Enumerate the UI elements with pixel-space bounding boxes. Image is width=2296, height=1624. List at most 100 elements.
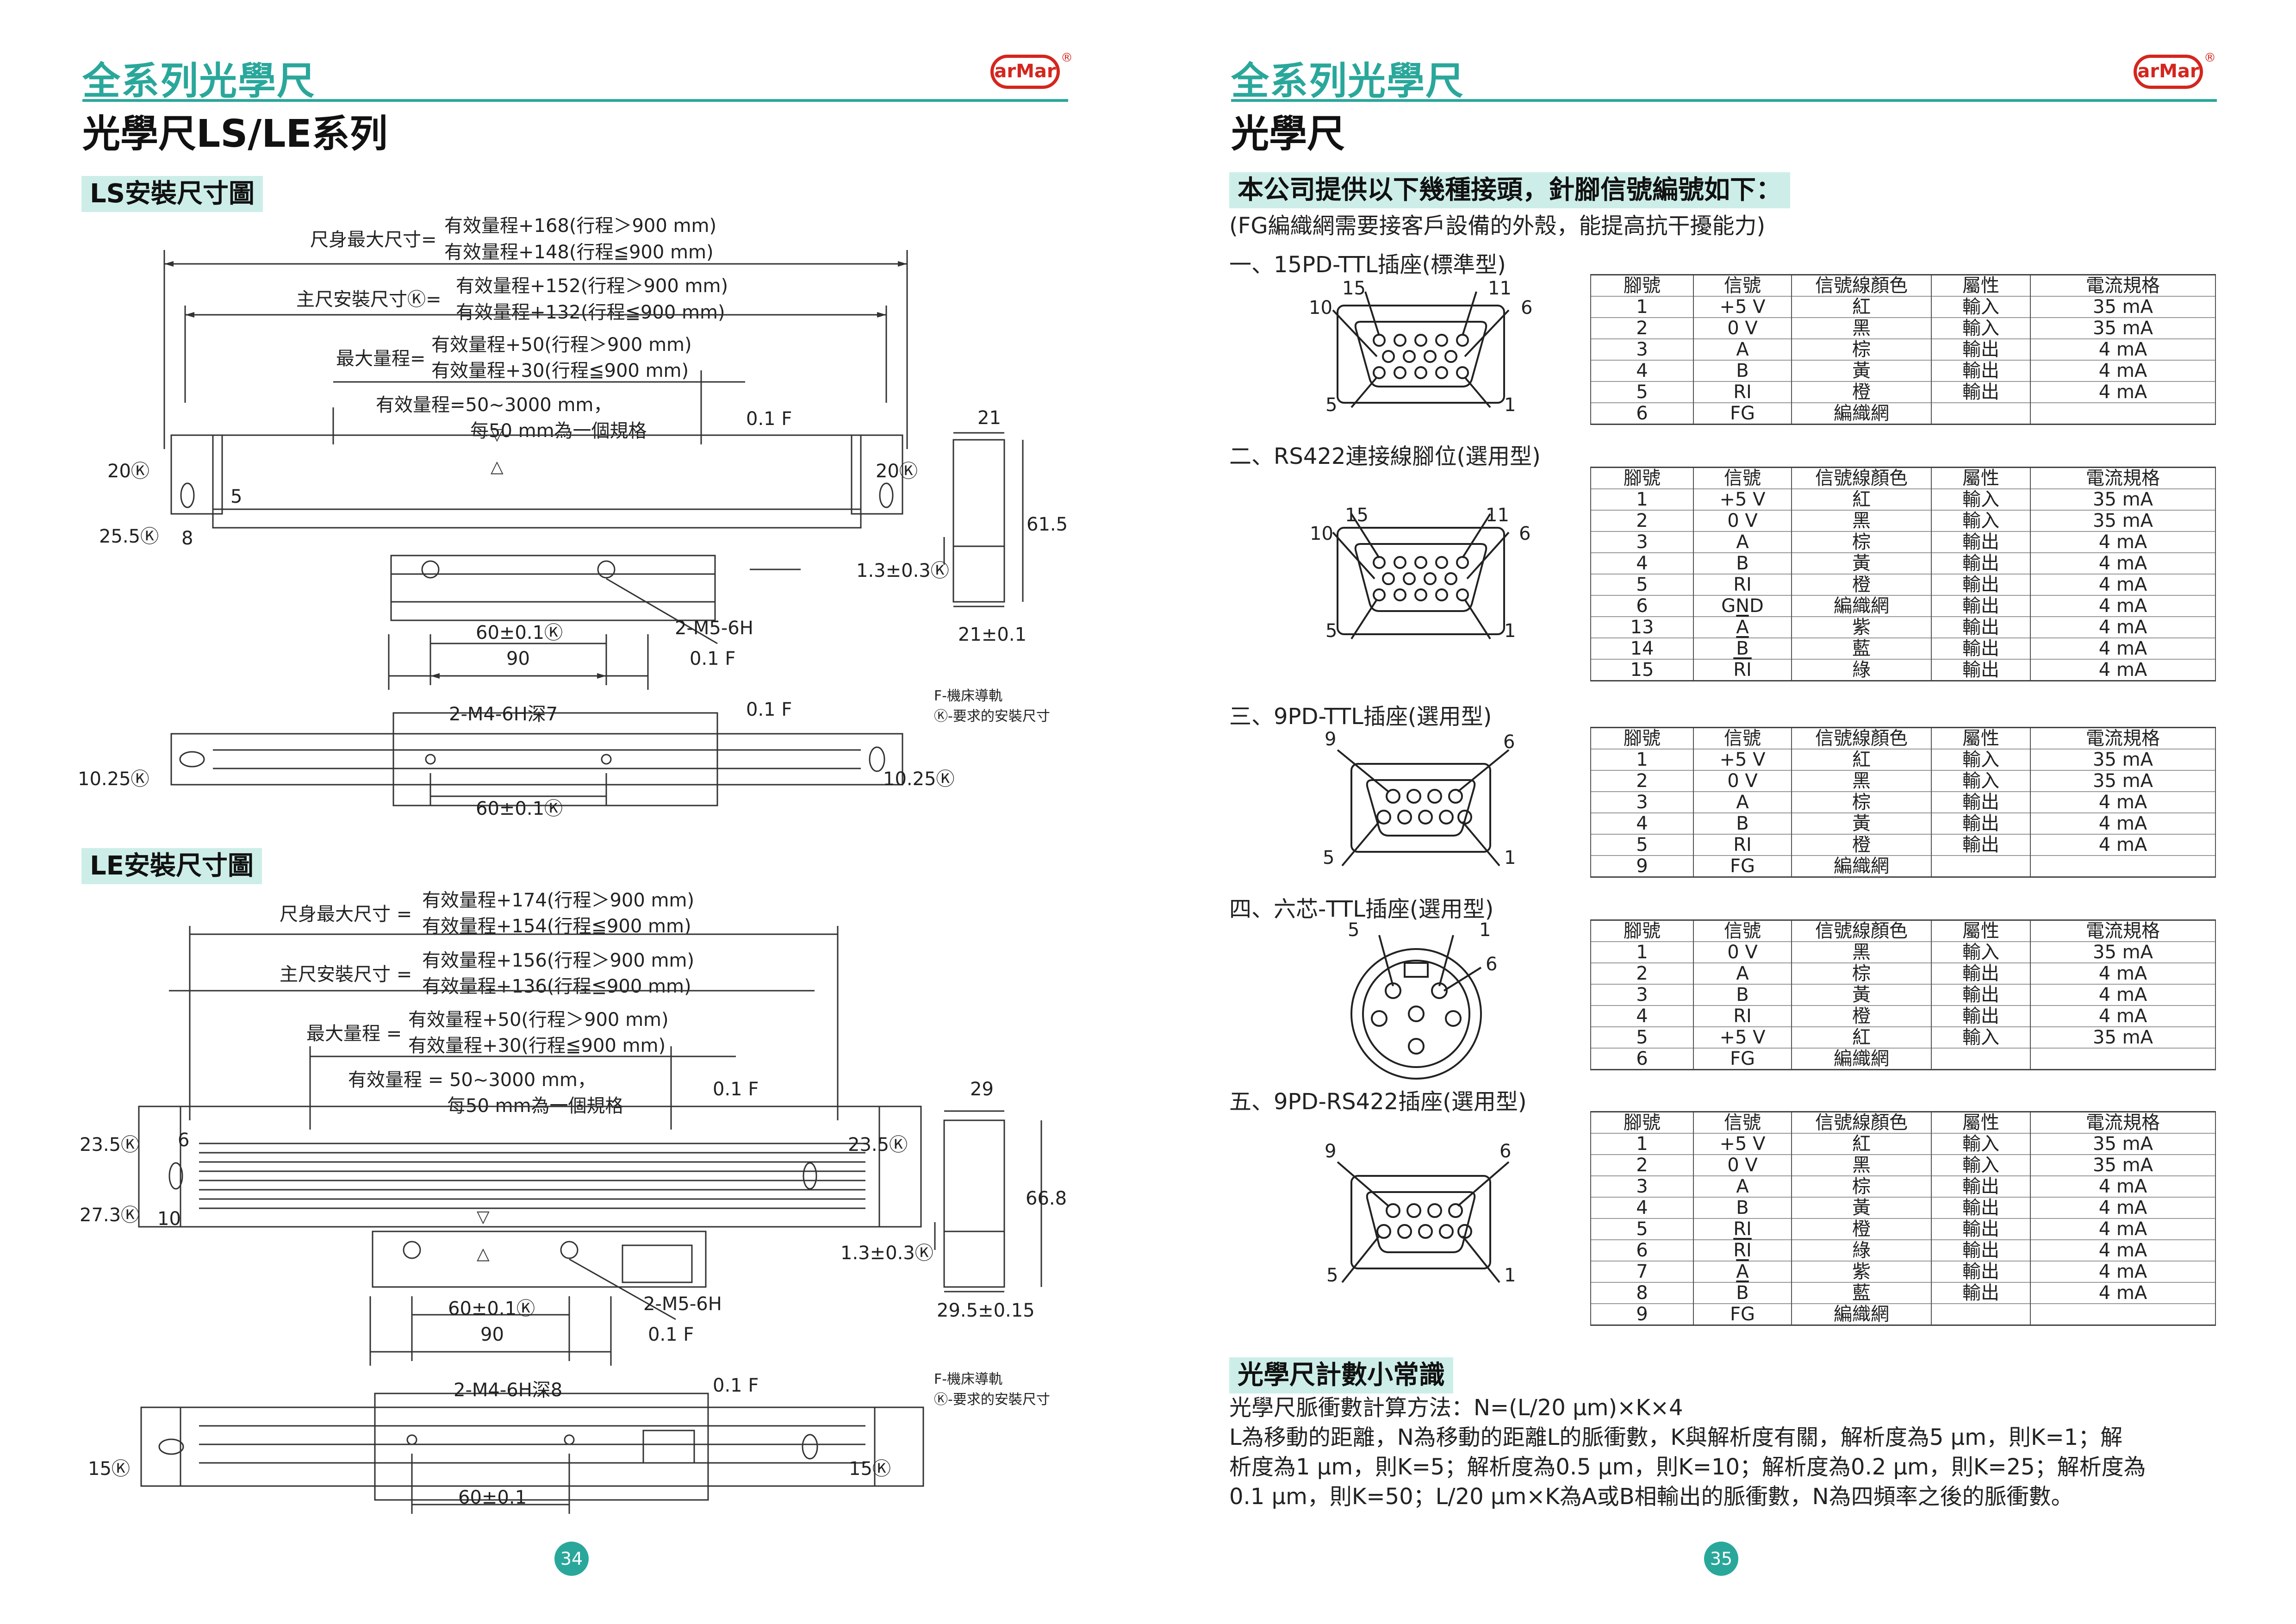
ls-max-len-a: 有效量程+168(行程＞900 mm) — [444, 215, 717, 237]
le-dim-23-5k-right: 23.5Ⓚ — [848, 1134, 908, 1156]
le-eff-a: 有效量程 = 50~3000 mm， — [348, 1069, 596, 1091]
c3-pin-1: 1 — [1504, 847, 1516, 868]
ls-dim-10-25-left: 10.25Ⓚ — [78, 768, 149, 790]
ls-dim-20k-right: 20Ⓚ — [876, 461, 918, 482]
connector-4-diagram — [1350, 935, 1482, 1080]
svg-text:▽: ▽ — [491, 425, 504, 444]
page-number-left: 34 — [554, 1542, 589, 1576]
fg-note: (FG編織網需要接客戶設備的外殼，能提高抗干擾能力) — [1229, 213, 1766, 239]
ls-max-len-b: 有效量程+148(行程≦900 mm) — [444, 242, 714, 263]
c3-pin-5: 5 — [1323, 847, 1335, 868]
le-dim-29-5: 29.5±0.15 — [937, 1300, 1035, 1321]
c2-pin-6: 6 — [1519, 523, 1531, 544]
ls-tolerance-box-2: 0.1 F — [690, 648, 736, 669]
le-note-k: Ⓚ-要求的安裝尺寸 — [934, 1392, 1050, 1408]
ls-dim-60: 60±0.1Ⓚ — [476, 622, 563, 643]
svg-text:△: △ — [491, 457, 504, 476]
c3-pin-6: 6 — [1503, 731, 1515, 753]
ls-dim-60-bottom: 60±0.1Ⓚ — [476, 798, 563, 819]
le-dim-29: 29 — [970, 1079, 994, 1100]
c4-pin-6: 6 — [1486, 954, 1498, 975]
ls-mount-a: 有效量程+152(行程＞900 mm) — [456, 275, 728, 297]
le-max-len-label: 尺身最大尺寸 = — [280, 904, 412, 925]
ls-tolerance-box-3: 0.1 F — [746, 699, 792, 720]
connector-5-diagram — [1337, 1161, 1510, 1283]
c2-pin-1: 1 — [1504, 620, 1516, 642]
ls-dim-20k-left: 20Ⓚ — [107, 461, 149, 482]
ls-dim-10-25-right: 10.25Ⓚ — [883, 768, 955, 790]
c2-pin-15: 15 — [1345, 505, 1369, 526]
logo-registered-mark-right: ® — [2204, 51, 2216, 65]
le-max-len-a: 有效量程+174(行程＞900 mm) — [422, 890, 695, 911]
c1-pin-15: 15 — [1342, 278, 1366, 299]
ls-dim-1-3: 1.3±0.3Ⓚ — [856, 560, 949, 581]
ls-tolerance-box-1: 0.1 F — [746, 408, 792, 430]
connector-4-title: 四、六芯-TTL插座(選用型) — [1229, 896, 1494, 922]
le-range-label: 最大量程 = — [306, 1023, 402, 1044]
connector-1-title: 一、15PD-TTL插座(標準型) — [1229, 252, 1506, 278]
c5-pin-5: 5 — [1326, 1265, 1338, 1286]
ls-dim-25-5k: 25.5Ⓚ — [99, 526, 159, 547]
connector-section-title: 本公司提供以下幾種接頭，針腳信號編號如下： — [1229, 172, 1790, 208]
le-dim-15k-right: 15Ⓚ — [849, 1458, 891, 1480]
le-dim-60-bottom: 60±0.1 — [458, 1487, 527, 1508]
ls-eff-a: 有效量程=50~3000 mm， — [376, 394, 612, 416]
le-tolerance-box-2: 0.1 F — [648, 1324, 694, 1345]
c1-pin-5: 5 — [1325, 394, 1338, 416]
connector-2-diagram — [1332, 513, 1510, 640]
ls-range-a: 有效量程+50(行程＞900 mm) — [431, 334, 692, 356]
ls-dim-90: 90 — [506, 648, 530, 669]
header-rule — [82, 99, 1068, 102]
ls-dim-8: 8 — [181, 528, 193, 549]
c4-pin-1: 1 — [1479, 919, 1491, 941]
le-dim-66-8: 66.8 — [1026, 1188, 1067, 1209]
brand-logo-right: arMar — [2134, 55, 2203, 89]
c1-pin-10: 10 — [1309, 297, 1332, 319]
c1-pin-11: 11 — [1488, 278, 1512, 299]
c3-pin-9: 9 — [1325, 729, 1337, 750]
ls-eff-b: 每50 mm為一個規格 — [470, 420, 647, 442]
tips-section-title: 光學尺計數小常識 — [1229, 1357, 1453, 1393]
le-thread-m4: 2-M4-6H深8 — [454, 1380, 563, 1401]
ls-dim-61-5: 61.5 — [1027, 514, 1068, 535]
logo-registered-mark: ® — [1061, 51, 1073, 65]
tips-line-1: L為移動的距離，N為移動的距離L的脈衝數，K與解析度有關，解析度為5 μm，則K… — [1229, 1424, 2123, 1450]
c2-pin-11: 11 — [1486, 505, 1509, 526]
tips-line-2: 析度為1 μm，則K=5；解析度為0.5 μm，則K=10；解析度為0.2 μm… — [1229, 1454, 2146, 1480]
page-title-right: 光學尺 — [1231, 112, 1345, 156]
le-dim-1-3: 1.3±0.3Ⓚ — [840, 1243, 933, 1264]
c2-pin-10: 10 — [1310, 523, 1333, 544]
le-mount-a: 有效量程+156(行程＞900 mm) — [422, 950, 695, 971]
c1-pin-1: 1 — [1504, 394, 1516, 416]
ls-thread-m4: 2-M4-6H深7 — [449, 704, 558, 725]
ls-range-b: 有效量程+30(行程≦900 mm) — [431, 360, 689, 381]
le-dim-23-5k-left: 23.5Ⓚ — [80, 1134, 140, 1156]
page-number-right: 35 — [1704, 1542, 1738, 1576]
le-max-len-b: 有效量程+154(行程≦900 mm) — [422, 916, 691, 937]
le-tolerance-box-3: 0.1 F — [713, 1375, 759, 1396]
tips-line-3: 0.1 μm，則K=50；L/20 μm×K為A或B相輸出的脈衝數，N為四頻率之… — [1229, 1484, 2073, 1510]
ls-dim-5: 5 — [230, 486, 243, 507]
ls-max-len-label: 尺身最大尺寸= — [310, 229, 437, 250]
connector-2-title: 二、RS422連接線腳位(選用型) — [1229, 443, 1541, 469]
c4-pin-5: 5 — [1348, 919, 1360, 941]
le-dim-90: 90 — [480, 1324, 504, 1345]
c1-pin-6: 6 — [1521, 297, 1533, 319]
tips-formula: 光學尺脈衝數計算方法：N=(L/20 μm)×K×4 — [1229, 1395, 1683, 1421]
ls-mount-b: 有效量程+132(行程≦900 mm) — [456, 302, 725, 323]
connector-5-title: 五、9PD-RS422插座(選用型) — [1229, 1089, 1527, 1115]
le-mount-label: 主尺安裝尺寸 = — [280, 964, 412, 985]
c5-pin-1: 1 — [1504, 1265, 1516, 1286]
le-tolerance-box-1: 0.1 F — [713, 1079, 759, 1100]
le-dim-27-3k: 27.3Ⓚ — [80, 1205, 140, 1226]
connector-3-title: 三、9PD-TTL插座(選用型) — [1229, 704, 1492, 730]
le-mount-b: 有效量程+136(行程≦900 mm) — [422, 976, 691, 997]
le-dim-6: 6 — [178, 1130, 190, 1151]
le-note-rail: F-機床導軌 — [934, 1371, 1003, 1387]
le-dim-10: 10 — [157, 1208, 181, 1230]
ls-note-rail: F-機床導軌 — [934, 688, 1003, 704]
